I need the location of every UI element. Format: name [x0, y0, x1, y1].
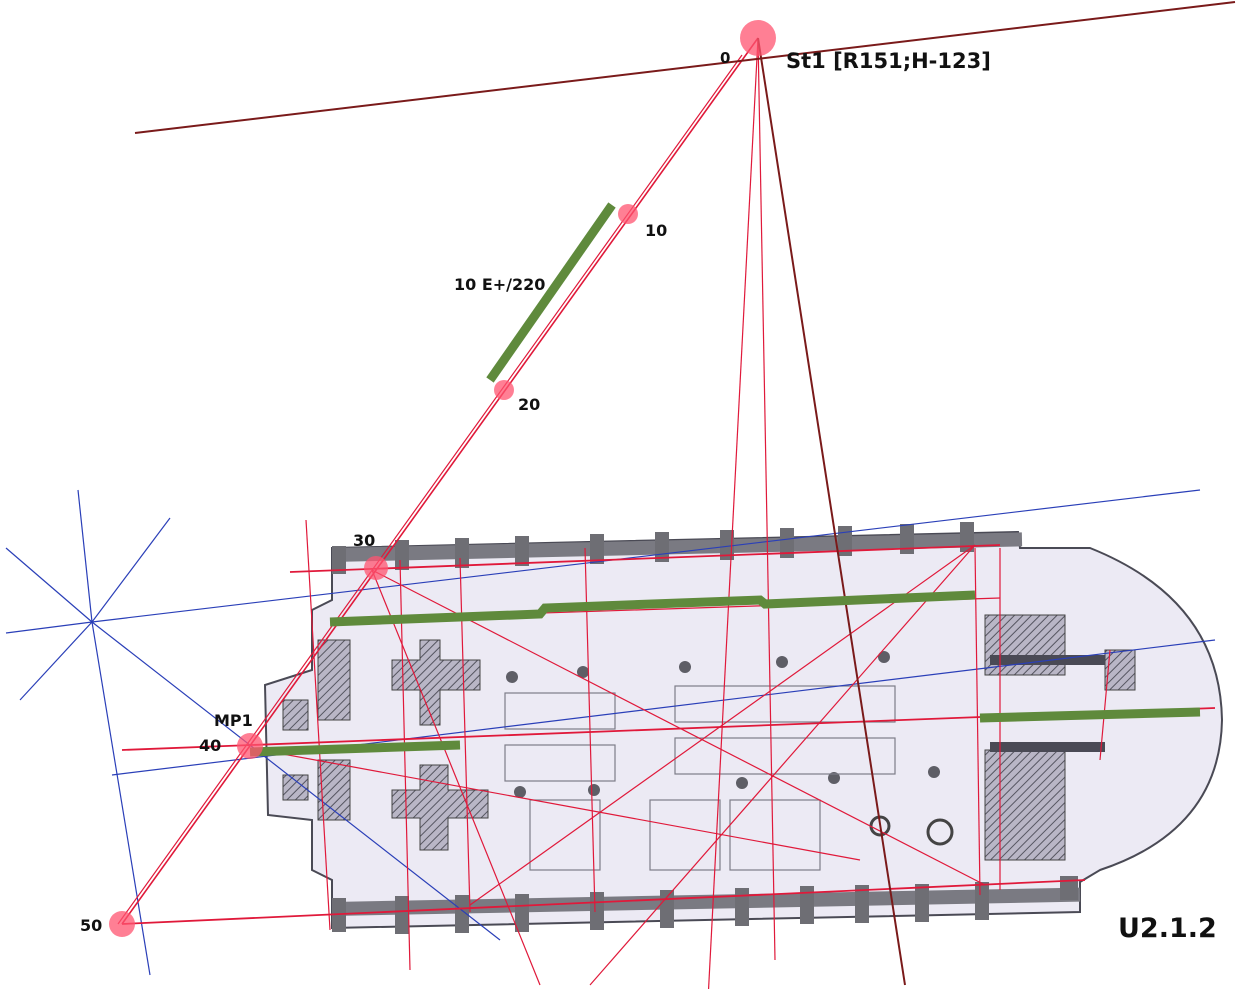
north-buttresses [332, 522, 974, 574]
centre-bar-east [979, 707, 1201, 723]
nave-piers [506, 651, 940, 798]
pews [504, 685, 896, 871]
marker-50 [109, 911, 135, 937]
font-ring [926, 818, 954, 846]
marker-0 [740, 20, 776, 56]
station-reference-line [134, 1, 1236, 134]
labels: St1 [R151;H-123] U2.1.2 10 E+/220 MP1 0 … [80, 49, 1217, 944]
station-label: St1 [R151;H-123] [786, 49, 991, 73]
marker-label-30: 30 [353, 531, 375, 550]
measure-label: 10 E+/220 [454, 275, 545, 294]
marker-20 [494, 380, 514, 400]
station-axis-line [757, 37, 906, 986]
centre-bar-west [249, 740, 461, 757]
marker-40 [237, 733, 263, 759]
marker-label-0: 0 [720, 49, 730, 67]
dark-survey-lines [134, 1, 1236, 986]
north-aisle-bar [329, 590, 976, 627]
green-measure-bars [249, 202, 1201, 757]
marker-30 [364, 556, 388, 580]
traverse-line [121, 37, 759, 925]
marker-label-10: 10 [645, 221, 667, 240]
church-floor-plan [263, 522, 1224, 934]
measure-bar [486, 202, 616, 383]
survey-markers [109, 20, 776, 937]
control-point-label: MP1 [214, 711, 253, 730]
marker-label-20: 20 [518, 395, 540, 414]
marker-label-50: 50 [80, 916, 102, 935]
sheet-label: U2.1.2 [1118, 913, 1217, 944]
plan-outline [263, 530, 1224, 930]
marker-10 [618, 204, 638, 224]
marker-label-40: 40 [199, 736, 221, 755]
